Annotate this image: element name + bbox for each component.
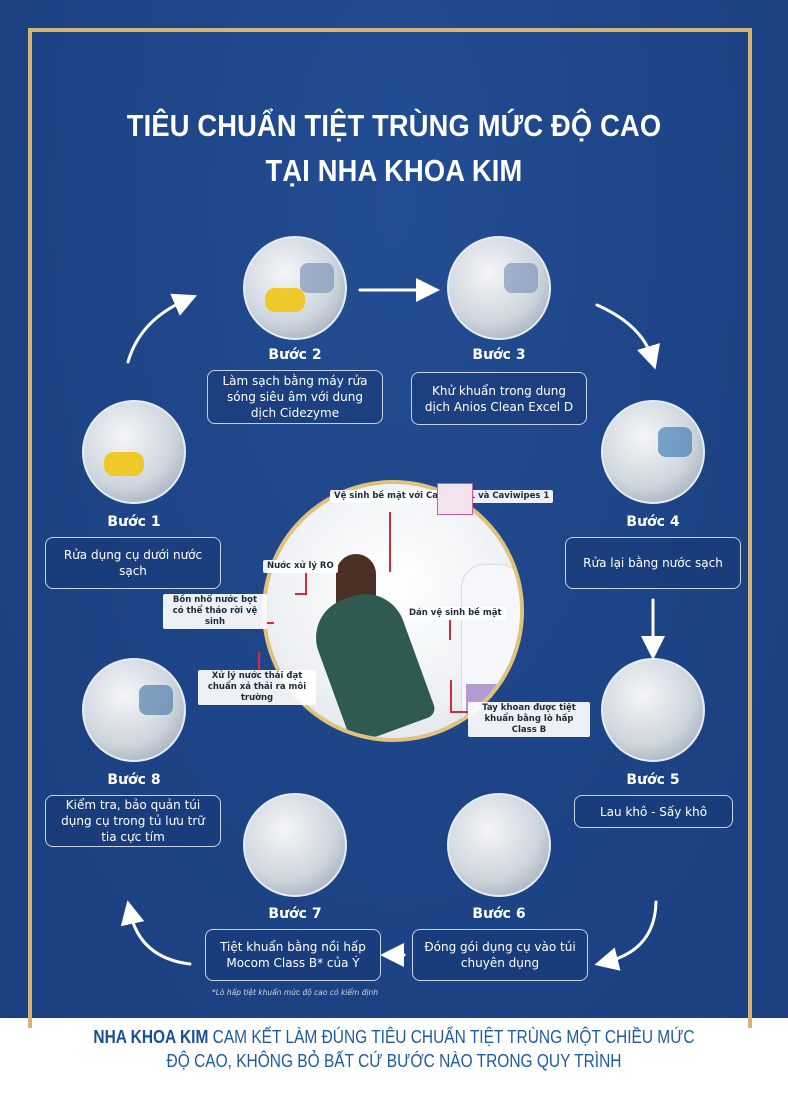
callout-line xyxy=(305,571,307,593)
callout-line xyxy=(389,512,391,572)
callout-ro-water: Nước xử lý RO xyxy=(263,560,338,573)
commitment-line-2: ĐỘ CAO, KHÔNG BỎ BẤT CỨ BƯỚC NÀO TRONG Q… xyxy=(166,1051,622,1071)
step-8-photo xyxy=(82,658,186,762)
step-6-photo xyxy=(447,793,551,897)
arrow-3-4 xyxy=(595,303,660,370)
callout-line xyxy=(258,652,260,670)
callout-line xyxy=(450,680,452,712)
callout-surface-sticker: Dán vệ sinh bề mặt xyxy=(405,607,506,620)
callout-wastewater: Xử lý nước thải đạt chuẩn xả thải ra môi… xyxy=(198,670,316,705)
callout-spittoon: Bồn nhổ nước bọt có thể tháo rời vệ sinh xyxy=(163,594,267,629)
flow-arrows xyxy=(120,278,665,971)
step-5-box: Lau khô - Sấy khô xyxy=(574,795,733,828)
arrow-5-6 xyxy=(594,900,658,971)
title-line-1: TIÊU CHUẨN TIỆT TRÙNG MỨC ĐỘ CAO xyxy=(126,108,662,143)
footnote: *Lò hấp tiệt khuẩn mức độ cao có kiểm đị… xyxy=(211,988,379,997)
step-5-label: Bước 5 xyxy=(626,772,680,788)
step-7-photo xyxy=(243,793,347,897)
step-6-label: Bước 6 xyxy=(472,906,526,922)
arrow-7-8 xyxy=(120,900,192,966)
step-8-box: Kiểm tra, bảo quản túi dụng cụ trong tủ … xyxy=(45,795,221,847)
title-line-2: TẠI NHA KHOA KIM xyxy=(265,153,523,188)
step-7-box: Tiệt khuẩn bằng nồi hấp Mocom Class B* c… xyxy=(205,929,381,981)
step-2-box: Làm sạch bằng máy rửa sóng siêu âm với d… xyxy=(207,370,383,424)
callout-line xyxy=(450,711,468,713)
step-3-photo xyxy=(447,236,551,340)
step-8-label: Bước 8 xyxy=(107,772,161,788)
step-1-box: Rửa dụng cụ dưới nước sạch xyxy=(45,537,221,589)
callout-line xyxy=(295,593,307,595)
callout-line xyxy=(449,618,451,640)
disinfectant-products-icon xyxy=(437,483,473,515)
step-4-photo xyxy=(601,400,705,504)
step-2-label: Bước 2 xyxy=(268,347,322,363)
step-7-label: Bước 7 xyxy=(268,906,322,922)
brand-name: NHA KHOA KIM xyxy=(93,1027,209,1047)
commitment-line-1: NHA KHOA KIM CAM KẾT LÀM ĐÚNG TIÊU CHUẨN… xyxy=(55,1027,733,1048)
gold-frame xyxy=(28,28,752,1028)
step-2-photo xyxy=(243,236,347,340)
step-5-photo xyxy=(601,658,705,762)
step-3-label: Bước 3 xyxy=(472,347,526,363)
step-1-label: Bước 1 xyxy=(107,514,161,530)
commitment-text: CAM KẾT LÀM ĐÚNG TIÊU CHUẨN TIỆT TRÙNG M… xyxy=(208,1027,695,1047)
step-6-box: Đóng gói dụng cụ vào túi chuyên dụng xyxy=(412,929,588,981)
step-1-photo xyxy=(82,400,186,504)
step-4-label: Bước 4 xyxy=(626,514,680,530)
callout-handpiece: Tay khoan được tiệt khuẩn bằng lò hấp Cl… xyxy=(468,702,590,737)
arrow-1-2 xyxy=(126,293,198,364)
step-4-box: Rửa lại bằng nước sạch xyxy=(565,537,741,589)
step-3-box: Khử khuẩn trong dung dịch Anios Clean Ex… xyxy=(411,372,587,425)
